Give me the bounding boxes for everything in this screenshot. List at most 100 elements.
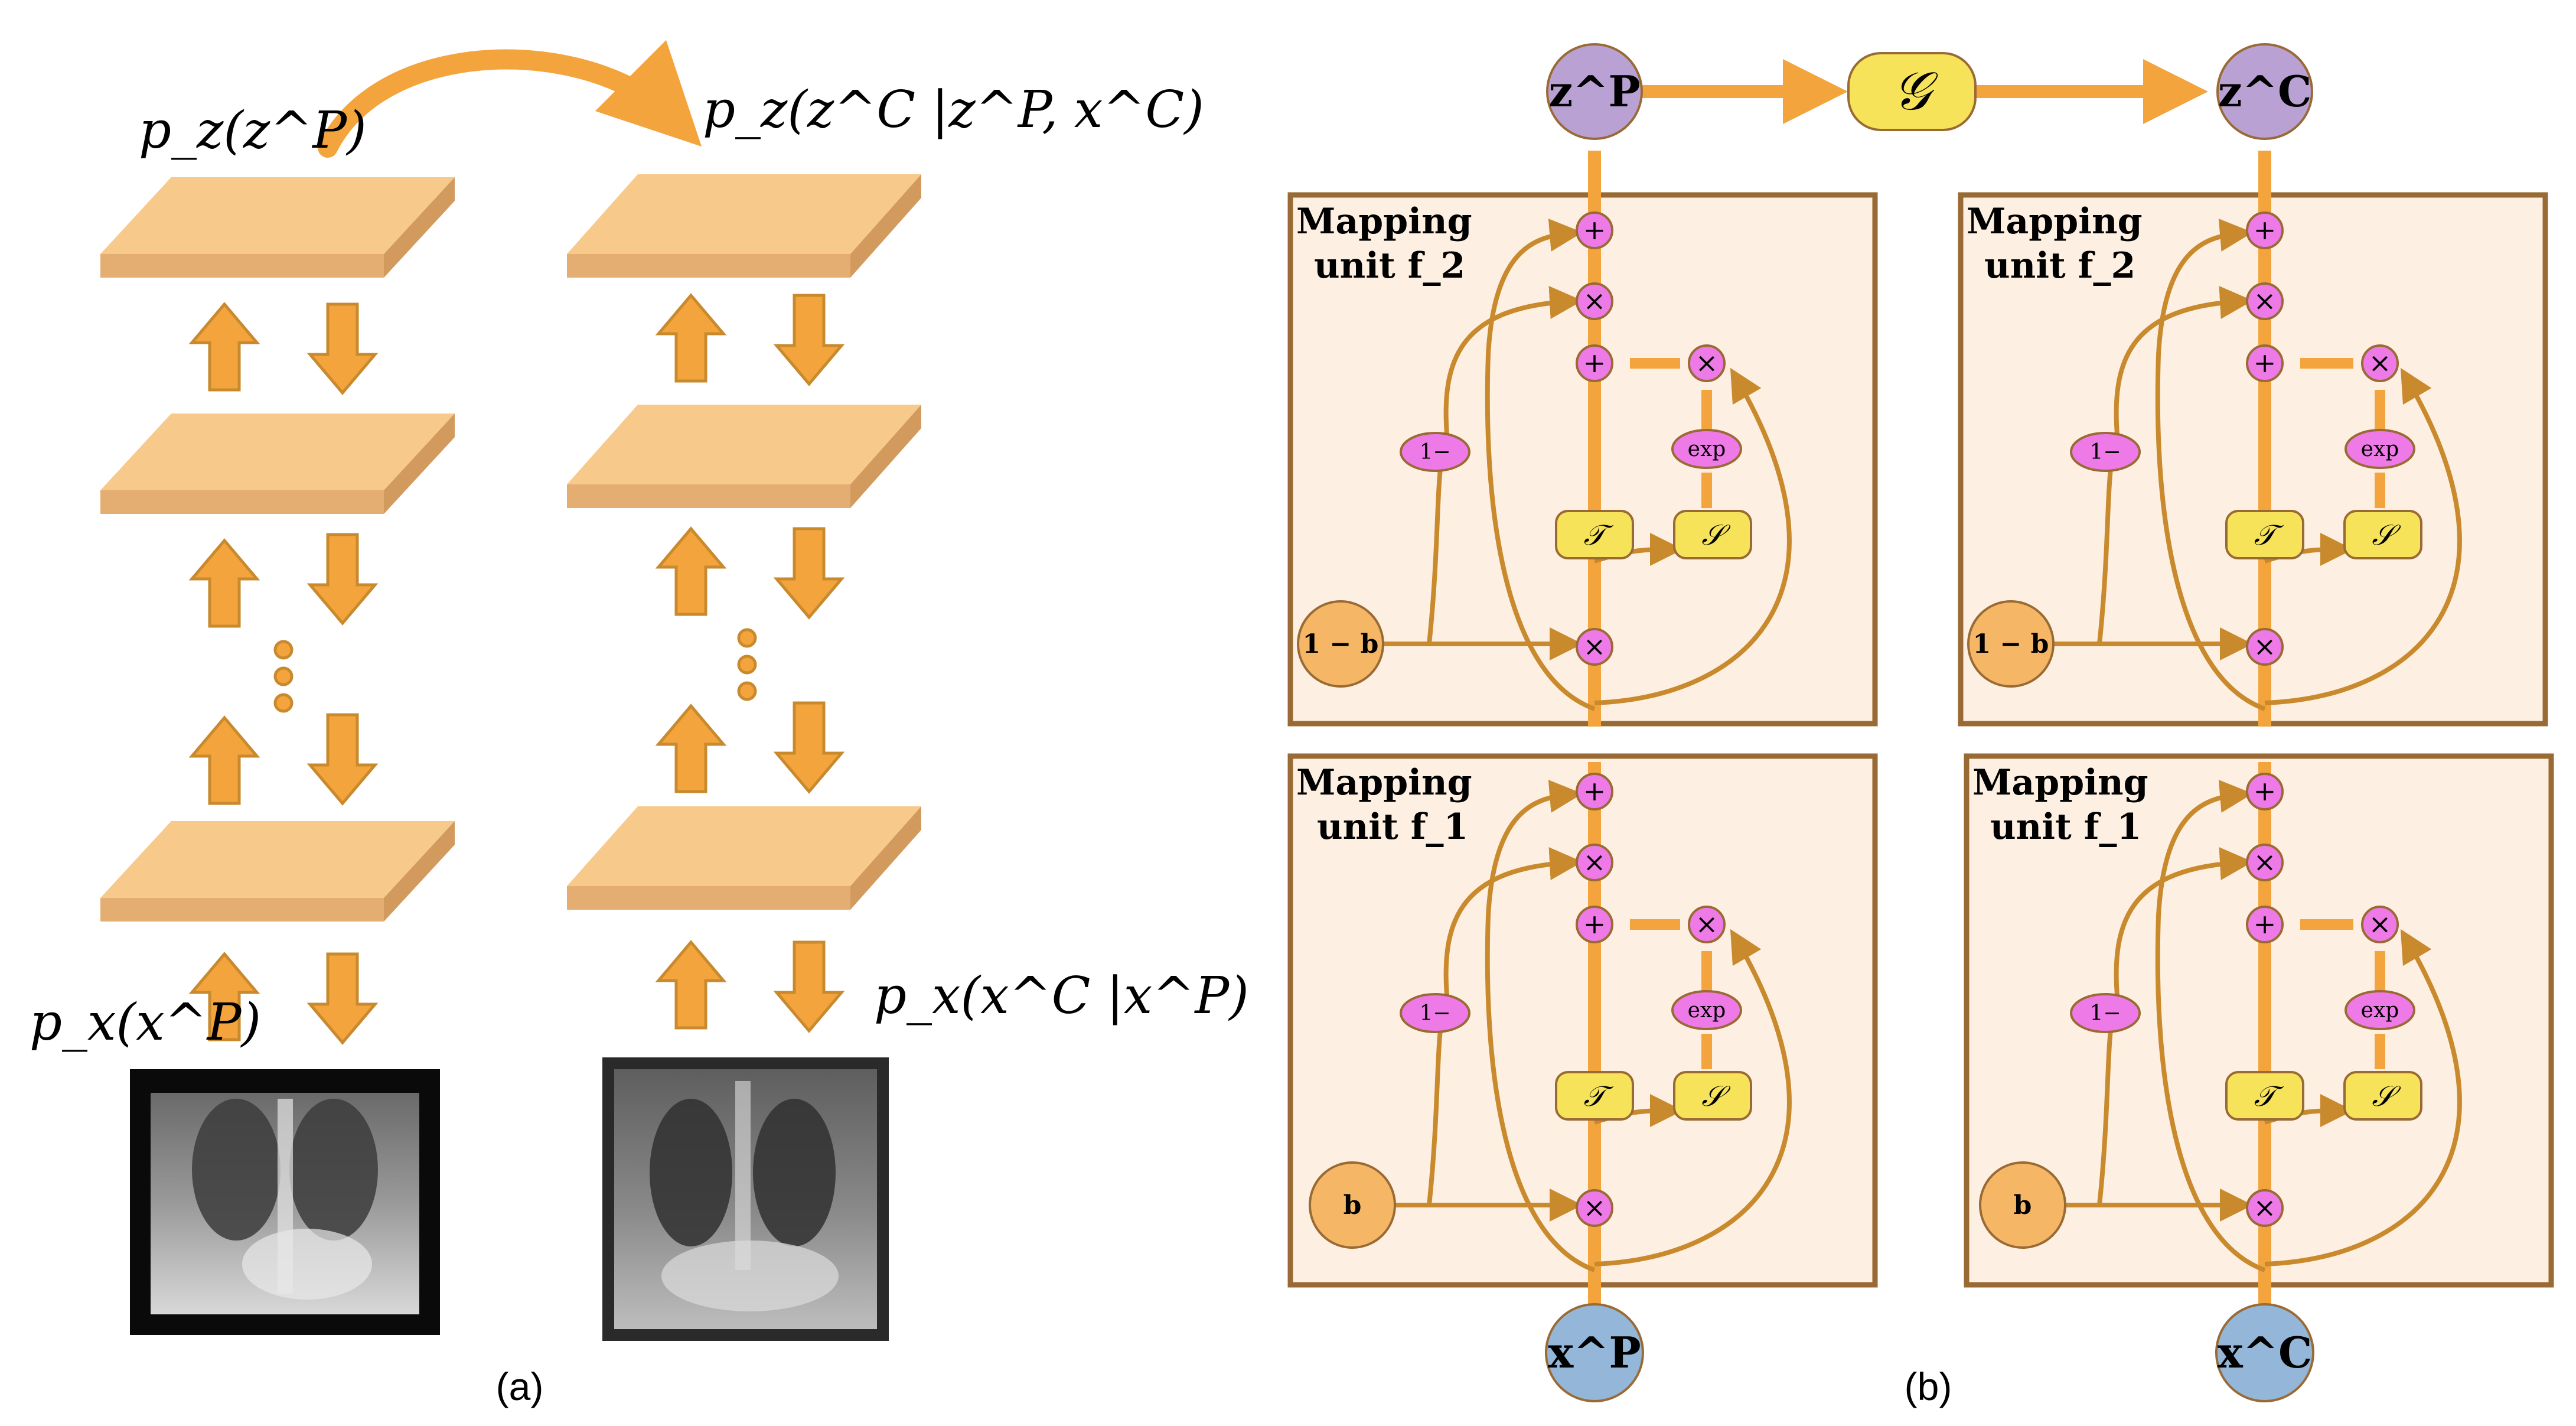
one-minus-op-label: 1− (1419, 1001, 1450, 1025)
times-op-label: × (2254, 846, 2277, 878)
one-minus-op (1400, 432, 1470, 472)
one-minus-op-label: 1− (2089, 1001, 2121, 1025)
unit-f2-right-title: Mapping (1967, 201, 2143, 242)
S-op (1673, 1071, 1752, 1121)
prior-to-conditional-arrow (318, 40, 702, 158)
plus-op (1576, 211, 1613, 249)
mask-node (1297, 600, 1384, 688)
mask-node-label: b (1344, 1190, 1362, 1220)
conditional-likelihood-label: p_x(x^C |x^P) (874, 966, 1249, 1025)
unit-f1-left-subtitle: unit f_1 (1317, 806, 1468, 848)
ellipsis-dots-left (273, 640, 294, 713)
plus-op-label: + (2254, 775, 2277, 807)
prior-label: p_z(z^P) (139, 101, 367, 160)
times-op (2246, 282, 2284, 320)
one-minus-op (1400, 993, 1470, 1033)
times-op-label: × (1695, 347, 1719, 379)
one-minus-op (2070, 993, 2141, 1033)
times-op (2246, 628, 2284, 666)
layer-right-2 (567, 405, 921, 508)
mask-node (1309, 1161, 1396, 1249)
likelihood-label: p_x(x^P) (30, 993, 261, 1052)
xray-image-left (130, 1069, 440, 1335)
exp-op (2345, 990, 2415, 1030)
plus-op-label: + (2254, 908, 2277, 940)
up-arrow (655, 704, 727, 793)
unit-f1-left-ops: + × + × exp 1− 𝒯 𝒮 × b (1309, 773, 1792, 1272)
plus-op-label: + (2254, 214, 2277, 246)
panel-a: p_z(z^P) p_z(z^C |z^P, x^C) p_x(x^P) p_x… (30, 40, 1249, 1408)
times-op-label: × (1583, 630, 1606, 662)
block-arrows-right (655, 293, 845, 1033)
unit-f1-right-title: Mapping (1972, 762, 2148, 803)
down-arrow (306, 302, 379, 395)
times-op (1688, 906, 1726, 943)
exp-op (2345, 429, 2415, 469)
one-minus-op-label: 1− (1419, 440, 1450, 464)
plus-op-label: + (1583, 775, 1606, 807)
mask-node-label: 1 − b (1973, 629, 2049, 659)
times-op (2361, 906, 2399, 943)
plus-op (2246, 344, 2284, 382)
times-op-label: × (2254, 1191, 2277, 1223)
up-arrow (188, 952, 260, 1041)
exp-op-label: exp (2361, 437, 2399, 461)
T-op (2225, 1071, 2304, 1121)
times-op-label: × (2254, 630, 2277, 662)
node-xC-label: x^C (2218, 1327, 2313, 1378)
plus-op (2246, 773, 2284, 810)
panel-b: Mapping unit f_2 Mapping unit f_2 Mappin… (1287, 43, 2554, 1408)
times-op (2246, 844, 2284, 881)
T-op (1555, 510, 1634, 559)
up-arrow (655, 293, 727, 383)
S-op (2343, 1071, 2422, 1121)
panel-b-caption: (b) (1905, 1365, 1952, 1408)
unit-f2-right-subtitle: unit f_2 (1984, 245, 2135, 286)
layer-left-3 (100, 821, 455, 922)
mask-node-label: b (2014, 1190, 2032, 1220)
layer-stack-right (567, 174, 921, 910)
unit-f1-right-subtitle: unit f_1 (1990, 806, 2141, 848)
conditional-prior-label: p_z(z^C |z^P, x^C) (703, 80, 1204, 139)
exp-op (1671, 429, 1742, 469)
node-G: 𝒢 (1847, 52, 1977, 131)
times-op (2246, 1189, 2284, 1227)
times-op-label: × (1695, 908, 1719, 940)
layer-stack-left (100, 177, 455, 922)
panel-a-caption: (a) (496, 1365, 544, 1408)
up-arrow (655, 526, 727, 616)
node-xP: x^P (1545, 1303, 1644, 1402)
times-op-label: × (2369, 908, 2392, 940)
ellipsis-dots-right (737, 628, 757, 701)
unit-f2-right-ops: + × + × exp 1− 𝒯 𝒮 × 1 − b (1967, 211, 2462, 711)
layer-right-3 (567, 806, 921, 910)
plus-op-label: + (2254, 347, 2277, 379)
up-arrow (655, 940, 727, 1030)
exp-op-label: exp (1688, 437, 1726, 461)
down-arrow (773, 294, 845, 386)
unit-f1-right-ops: + × + × exp 1− 𝒯 𝒮 × b (1979, 773, 2462, 1272)
node-zC-label: z^C (2218, 66, 2312, 116)
down-arrow (306, 952, 379, 1045)
times-op (1688, 344, 1726, 382)
down-arrow (306, 533, 379, 626)
layer-left-2 (100, 414, 455, 514)
up-arrow (188, 538, 260, 628)
down-arrow (773, 701, 845, 794)
mask-node (1979, 1161, 2066, 1249)
node-xC: x^C (2215, 1303, 2314, 1402)
times-op (1576, 1189, 1613, 1227)
up-arrow (188, 302, 260, 392)
exp-op (1671, 990, 1742, 1030)
down-arrow (773, 527, 845, 620)
plus-op (2246, 906, 2284, 943)
layer-right-1 (567, 174, 921, 278)
S-op (2343, 510, 2422, 559)
block-arrows-left (188, 302, 379, 1045)
plus-op-label: + (1583, 214, 1606, 246)
unit-f1-left-title: Mapping (1296, 762, 1472, 803)
mask-node (1967, 600, 2055, 688)
times-op (2361, 344, 2399, 382)
layer-left-1 (100, 177, 455, 278)
